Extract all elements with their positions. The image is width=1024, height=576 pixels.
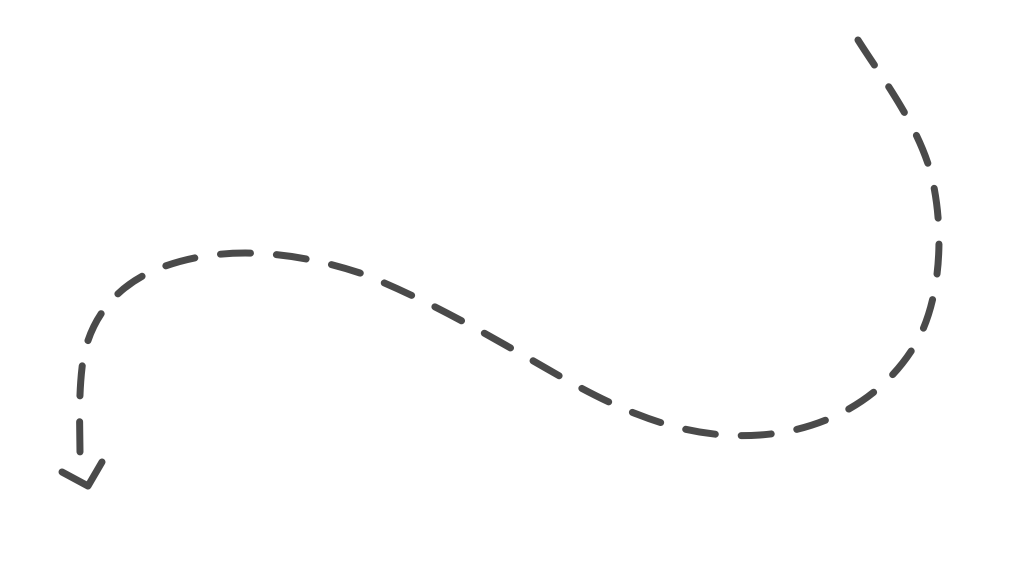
- arrowhead: [58, 458, 106, 490]
- arrow-dashed-path: [76, 36, 943, 459]
